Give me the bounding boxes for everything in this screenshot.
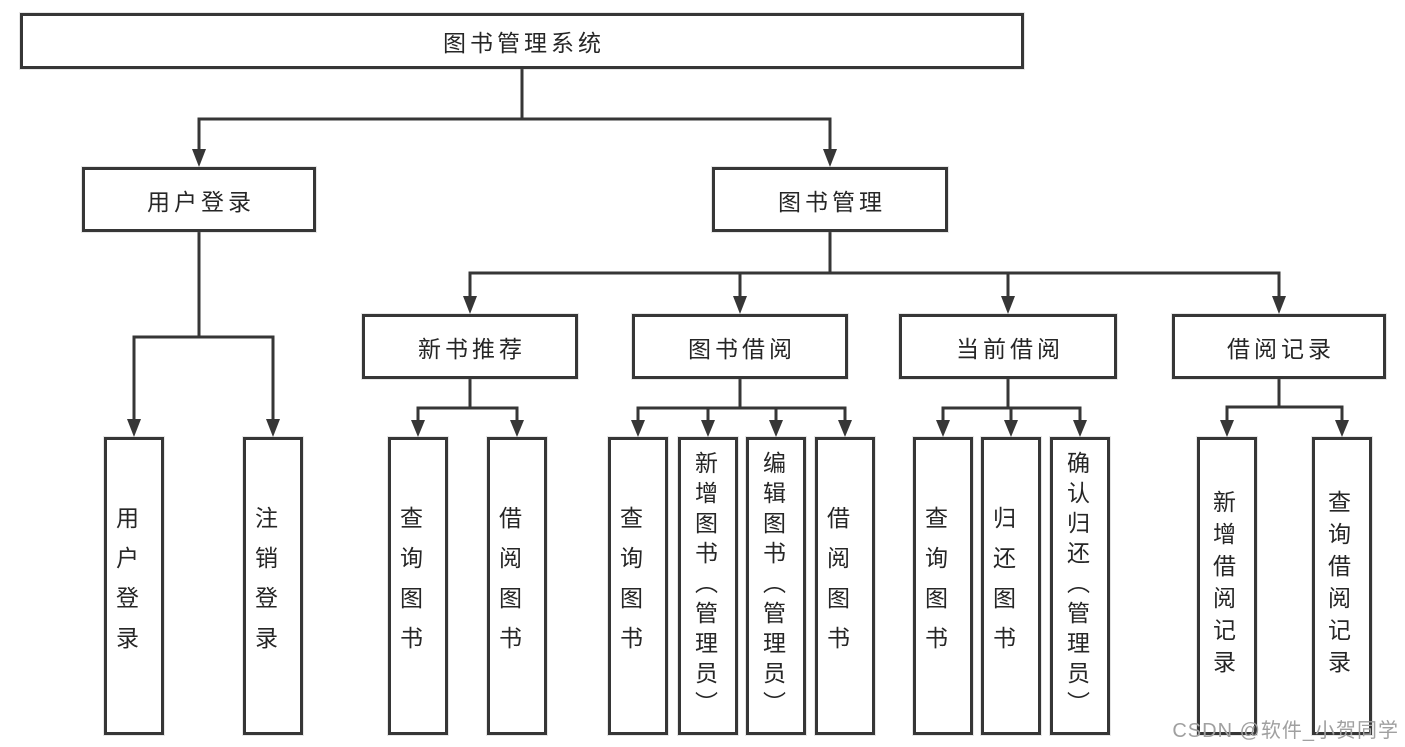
leaf-user-login: 用户登录 xyxy=(104,437,164,735)
node-label: 编辑图书（管理员） xyxy=(759,451,786,721)
leaf-borrow-books: 借阅图书 xyxy=(815,437,875,735)
node-label: 用户登录 xyxy=(112,506,139,666)
leaf-borrow-books-recommend: 借阅图书 xyxy=(487,437,547,735)
node-label: 注销登录 xyxy=(251,506,278,666)
node-label: 新增图书（管理员） xyxy=(691,451,718,721)
node-user-login: 用户登录 xyxy=(82,167,316,232)
node-label: 图书管理系统 xyxy=(443,30,605,56)
node-new-book-recommend: 新书推荐 xyxy=(362,314,578,379)
leaf-confirm-return-admin: 确认归还（管理员） xyxy=(1050,437,1110,735)
node-label: 用户登录 xyxy=(147,188,255,215)
node-label: 图书管理 xyxy=(778,188,886,215)
node-label: 查询图书 xyxy=(921,506,948,666)
connector-current-borrow-to-leaves xyxy=(936,377,1087,437)
node-label: 归还图书 xyxy=(989,506,1016,666)
leaf-query-books-current: 查询图书 xyxy=(913,437,973,735)
connector-book-borrow-to-leaves xyxy=(631,377,852,437)
node-borrow-records: 借阅记录 xyxy=(1172,314,1386,379)
connector-borrow-records-to-leaves xyxy=(1220,377,1349,437)
node-label: 借阅图书 xyxy=(495,506,522,666)
node-label: 查询图书 xyxy=(396,506,423,666)
node-label: 查询借阅记录 xyxy=(1324,490,1351,682)
connector-book-management-to-level3 xyxy=(463,230,1286,314)
leaf-return-books: 归还图书 xyxy=(981,437,1041,735)
node-label: 新增借阅记录 xyxy=(1209,490,1236,682)
leaf-add-borrow-record: 新增借阅记录 xyxy=(1197,437,1257,735)
leaf-query-borrow-record: 查询借阅记录 xyxy=(1312,437,1372,735)
leaf-add-books-admin: 新增图书（管理员） xyxy=(678,437,738,735)
node-label: 新书推荐 xyxy=(418,335,526,362)
csdn-watermark: CSDN @软件_小贺同学 xyxy=(1172,720,1399,742)
connector-root-to-level2 xyxy=(192,68,837,167)
node-label: 查询图书 xyxy=(616,506,643,666)
leaf-logout: 注销登录 xyxy=(243,437,303,735)
node-label: 图书借阅 xyxy=(688,335,796,362)
leaf-query-books-borrow: 查询图书 xyxy=(608,437,668,735)
node-label: 确认归还（管理员） xyxy=(1063,451,1090,721)
connector-user-login-to-leaves xyxy=(127,230,280,437)
node-label: 借阅记录 xyxy=(1227,335,1335,362)
node-book-borrow: 图书借阅 xyxy=(632,314,848,379)
node-label: 借阅图书 xyxy=(823,506,850,666)
node-book-management: 图书管理 xyxy=(712,167,948,232)
node-label: 当前借阅 xyxy=(956,335,1064,362)
node-root-library-system: 图书管理系统 xyxy=(20,13,1024,69)
node-current-borrow: 当前借阅 xyxy=(899,314,1117,379)
connector-new-book-to-leaves xyxy=(411,377,524,437)
leaf-edit-books-admin: 编辑图书（管理员） xyxy=(746,437,806,735)
leaf-query-books-recommend: 查询图书 xyxy=(388,437,448,735)
